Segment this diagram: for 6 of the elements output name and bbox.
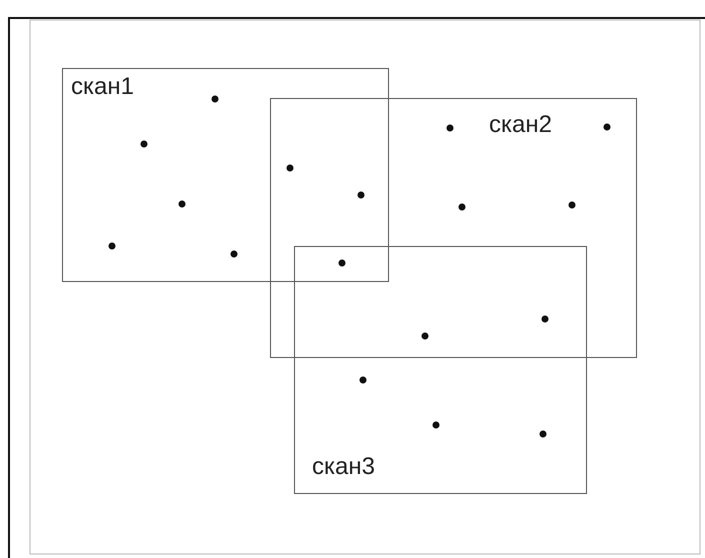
- scan-label: скан3: [312, 455, 375, 479]
- scan-frame: [294, 246, 587, 494]
- scan-frame: [270, 98, 637, 358]
- scan-label: скан1: [71, 75, 134, 99]
- scan-frame: [62, 68, 389, 282]
- scan-label: скан2: [489, 113, 552, 137]
